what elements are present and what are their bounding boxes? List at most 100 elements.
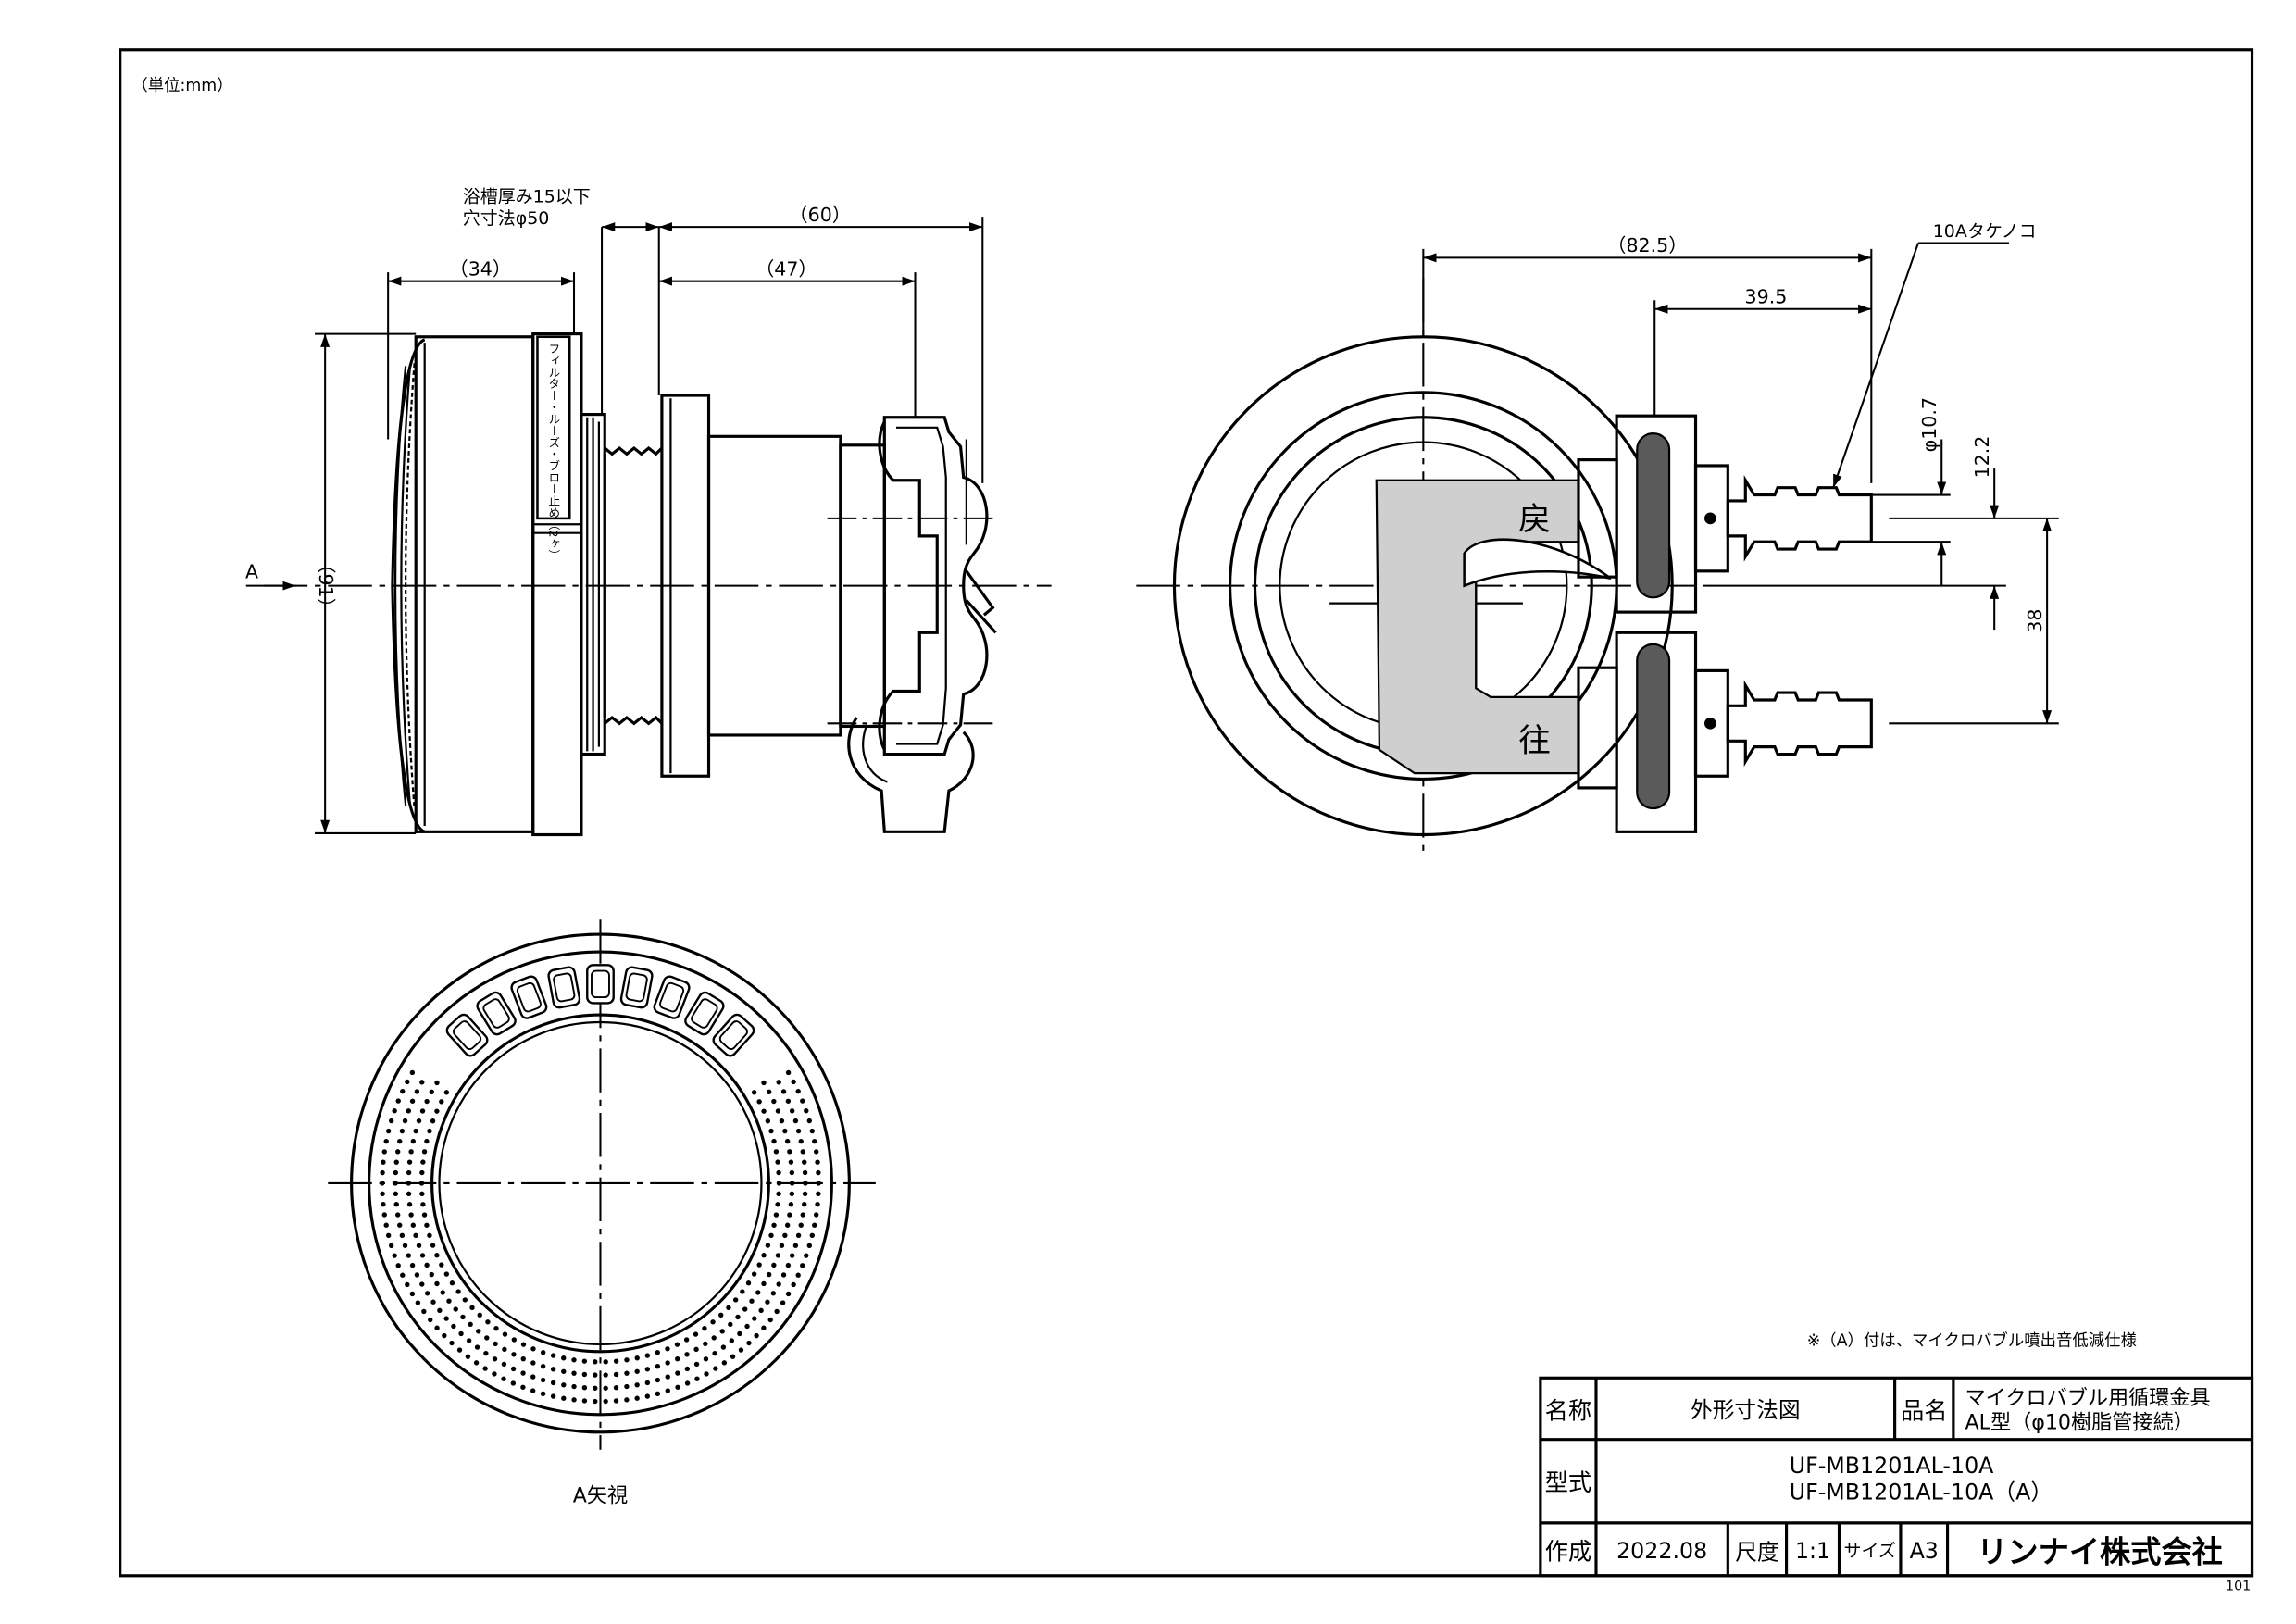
nozzle-hole (406, 1108, 411, 1114)
nozzle-hole (383, 1222, 389, 1228)
model-2: UF-MB1201AL-10A（A） (1790, 1480, 2053, 1505)
product-line2: AL型（φ10樹脂管接続） (1965, 1411, 2194, 1435)
size-label: サイズ (1844, 1541, 1896, 1561)
front-view: A矢視 (328, 919, 876, 1508)
nozzle-hole (613, 1371, 619, 1378)
nozzle-hole (393, 1181, 398, 1186)
nozzle-hole (440, 1290, 445, 1295)
nozzle-hole (581, 1358, 588, 1364)
nozzle-hole (593, 1359, 598, 1365)
nozzle-hole (746, 1340, 752, 1346)
nozzle-hole (571, 1357, 577, 1363)
nozzle-hole (634, 1395, 640, 1401)
nozzle-hole (442, 1332, 447, 1339)
nozzle-hole (802, 1159, 807, 1165)
nozzle-hole (791, 1079, 796, 1085)
nozzle-hole (800, 1212, 805, 1218)
nozzle-hole (434, 1080, 440, 1086)
nozzle-hole (788, 1159, 794, 1165)
nozzle-hole (469, 1305, 475, 1311)
nozzle-hole (501, 1376, 506, 1381)
nozzle-hole (421, 1149, 428, 1155)
nozzle-hole (771, 1262, 777, 1268)
nozzle-hole (782, 1232, 788, 1239)
nozzle-hole (380, 1191, 385, 1197)
nozzle-hole (694, 1376, 700, 1381)
nozzle-hole (449, 1280, 455, 1286)
size-value: A3 (1910, 1538, 1939, 1564)
nozzle-hole (405, 1079, 410, 1085)
scale-label: 尺度 (1735, 1539, 1778, 1565)
nozzle-hole (785, 1069, 792, 1076)
nozzle-hole (410, 1138, 416, 1144)
nozzle-hole (446, 1298, 452, 1304)
nozzle-hole (771, 1098, 777, 1105)
nozzle-hole (381, 1201, 386, 1207)
nozzle-hole (812, 1138, 817, 1144)
nozzle-hole (424, 1291, 430, 1296)
nozzle-hole (729, 1338, 735, 1343)
nozzle-hole (409, 1291, 416, 1297)
nozzle-hole (430, 1243, 436, 1248)
nozzle-hole (540, 1363, 546, 1369)
top-view: 戻 往 （82.5） 39.5 10Aタケノコ φ10.7 (1136, 221, 2059, 853)
nozzle-hole (789, 1181, 795, 1186)
nozzle-hole (737, 1330, 742, 1337)
side-view: フィルター・ルーズ・ブロー止め（2ヶ） （60） 浴槽厚み15以 (245, 186, 1052, 837)
nozzle-hole (644, 1380, 651, 1386)
nozzle-hole (761, 1108, 767, 1114)
nozzle-hole (381, 1159, 386, 1165)
nozzle-hole (540, 1377, 546, 1383)
supply-mark: 往 (1518, 722, 1551, 759)
nozzle-hole (427, 1232, 432, 1238)
nozzle-hole (780, 1272, 787, 1278)
nozzle-hole (406, 1159, 413, 1165)
nozzle-hole (776, 1181, 782, 1186)
nozzle-hole (530, 1360, 536, 1366)
nozzle-hole (466, 1338, 472, 1343)
nozzle-hole (424, 1262, 430, 1268)
nozzle-hole (761, 1253, 767, 1258)
nozzle-hole (603, 1385, 608, 1391)
dim-60: （60） (789, 204, 851, 226)
nozzle-hole (510, 1366, 517, 1372)
fitting-label: 10Aタケノコ (1933, 221, 2037, 242)
nozzle-hole (768, 1232, 774, 1238)
nozzle-hole (561, 1368, 567, 1374)
nozzle-hole (520, 1384, 526, 1390)
nozzle-hole (434, 1280, 440, 1287)
nozzle-hole (730, 1354, 736, 1359)
nozzle-hole (395, 1098, 401, 1104)
view-marker-a: A (245, 561, 258, 583)
nozzle-hole (492, 1356, 498, 1362)
nozzle-hole (773, 1212, 780, 1218)
nozzle-hole (413, 1232, 418, 1239)
nozzle-hole (388, 1118, 394, 1124)
nozzle-hole (775, 1108, 781, 1114)
nozzle-hole (492, 1371, 497, 1377)
model-label: 型式 (1545, 1469, 1592, 1496)
nozzle-hole (414, 1089, 420, 1094)
nozzle-holes (380, 1069, 821, 1405)
nozzle-hole (510, 1380, 517, 1386)
nozzle-hole (789, 1108, 795, 1114)
dim-38: 38 (2024, 609, 2046, 633)
nozzle-hole (571, 1383, 577, 1390)
nozzle-hole (675, 1355, 680, 1362)
nozzle-hole (767, 1271, 772, 1278)
dim-47: （47） (755, 257, 817, 280)
nozzle-hole (511, 1337, 518, 1343)
nozzle-hole (775, 1253, 781, 1258)
nozzle-hole (561, 1355, 567, 1361)
nozzle-hole (410, 1222, 416, 1228)
nozzle-hole (449, 1340, 455, 1346)
nozzle-hole (644, 1393, 651, 1399)
nozzle-hole (502, 1346, 507, 1353)
nozzle-hole (581, 1398, 588, 1404)
nozzle-hole (728, 1321, 733, 1328)
nozzle-hole (406, 1181, 411, 1186)
company-name: リンナイ株式会社 (1977, 1534, 2223, 1570)
nozzle-hole (540, 1391, 546, 1397)
nozzle-hole (779, 1243, 785, 1248)
nozzle-hole (520, 1370, 526, 1376)
